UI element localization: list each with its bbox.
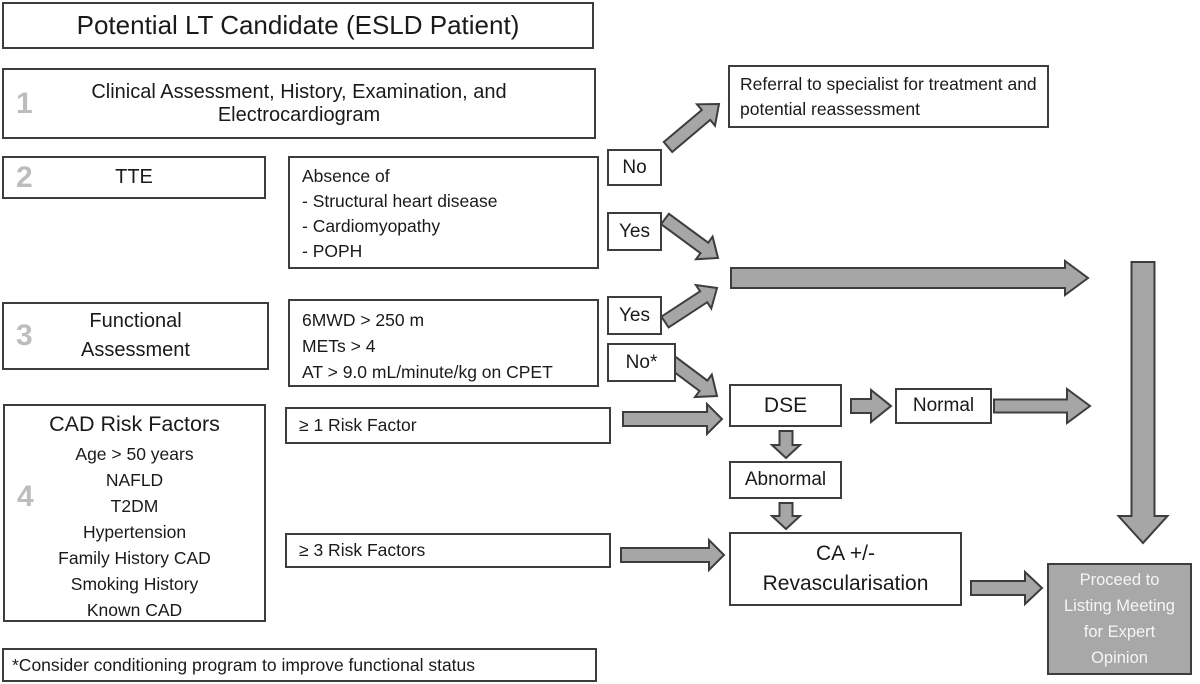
tte-yes-label: Yes <box>619 220 650 242</box>
step3-number: 3 <box>16 319 33 352</box>
step1-label: Clinical Assessment, History, Examinatio… <box>91 80 507 126</box>
functional-yes-label: Yes <box>619 304 650 326</box>
step2-number: 2 <box>16 160 33 194</box>
abnormal-box: Abnormal <box>729 461 842 499</box>
arrow-dse-to-abnormal <box>769 430 803 460</box>
functional-criteria-box: 6MWD > 250 m METs > 4 AT > 9.0 mL/minute… <box>288 299 599 387</box>
risk3-label: ≥ 3 Risk Factors <box>299 540 426 560</box>
ca-label: CA +/- Revascularisation <box>762 542 929 595</box>
dse-box: DSE <box>729 384 842 427</box>
step2-label: TTE <box>115 166 153 188</box>
footnote-box: *Consider conditioning program to improv… <box>2 648 597 682</box>
step4-number: 4 <box>17 480 34 513</box>
arrow-risk3-to-ca <box>620 537 726 573</box>
dse-label: DSE <box>763 393 808 417</box>
arrow-no-to-referral <box>662 102 721 154</box>
tte-criteria-text: Absence of - Structural heart disease - … <box>302 166 498 261</box>
step2-box: 2 TTE <box>2 156 266 199</box>
step1-number: 1 <box>16 86 33 120</box>
step1-box: 1 Clinical Assessment, History, Examinat… <box>2 68 596 139</box>
normal-box: Normal <box>895 388 992 424</box>
step3-label: Functional Assessment <box>81 310 190 361</box>
abnormal-label: Abnormal <box>744 469 827 490</box>
referral-text: Referral to specialist for treatment and… <box>740 73 1037 119</box>
arrow-main-horizontal <box>730 259 1090 297</box>
arrow-normal-right <box>993 387 1092 425</box>
tte-no-label: No <box>622 156 647 178</box>
arrow-ca-to-proceed <box>970 569 1044 607</box>
proceed-label: Proceed to Listing Meeting for Expert Op… <box>1064 571 1175 667</box>
risk3-box: ≥ 3 Risk Factors <box>285 533 611 568</box>
arrow-big-vertical-down <box>1116 261 1170 545</box>
cad-content: CAD Risk Factors Age > 50 years NAFLD T2… <box>5 406 264 627</box>
arrow-dse-to-normal <box>850 387 893 425</box>
risk1-label: ≥ 1 Risk Factor <box>299 415 417 435</box>
functional-yes-box: Yes <box>607 296 662 335</box>
step3-box: 3 Functional Assessment <box>2 302 269 370</box>
arrow-functional-yes-up <box>660 283 719 329</box>
step4-box: 4 CAD Risk Factors Age > 50 years NAFLD … <box>3 404 266 622</box>
proceed-listing-box: Proceed to Listing Meeting for Expert Op… <box>1047 563 1192 675</box>
functional-criteria-text: 6MWD > 250 m METs > 4 AT > 9.0 mL/minute… <box>302 310 553 382</box>
arrow-abnormal-to-ca <box>769 502 803 531</box>
referral-box: Referral to specialist for treatment and… <box>728 65 1049 128</box>
tte-yes-box: Yes <box>607 212 662 251</box>
cad-title: CAD Risk Factors <box>49 412 220 436</box>
normal-label: Normal <box>912 395 975 416</box>
functional-no-label: No* <box>625 351 658 373</box>
cad-items: Age > 50 years NAFLD T2DM Hypertension F… <box>58 444 211 620</box>
footnote-text: *Consider conditioning program to improv… <box>12 654 476 675</box>
title-box: Potential LT Candidate (ESLD Patient) <box>2 2 594 49</box>
title-text: Potential LT Candidate (ESLD Patient) <box>76 10 520 40</box>
risk1-box: ≥ 1 Risk Factor <box>285 407 611 444</box>
arrow-risk1-to-dse <box>622 401 724 437</box>
functional-no-box: No* <box>607 343 676 382</box>
tte-criteria-box: Absence of - Structural heart disease - … <box>288 156 599 269</box>
ca-revascularisation-box: CA +/- Revascularisation <box>729 532 962 606</box>
tte-no-box: No <box>607 149 662 186</box>
arrow-tte-yes-down <box>659 212 720 261</box>
